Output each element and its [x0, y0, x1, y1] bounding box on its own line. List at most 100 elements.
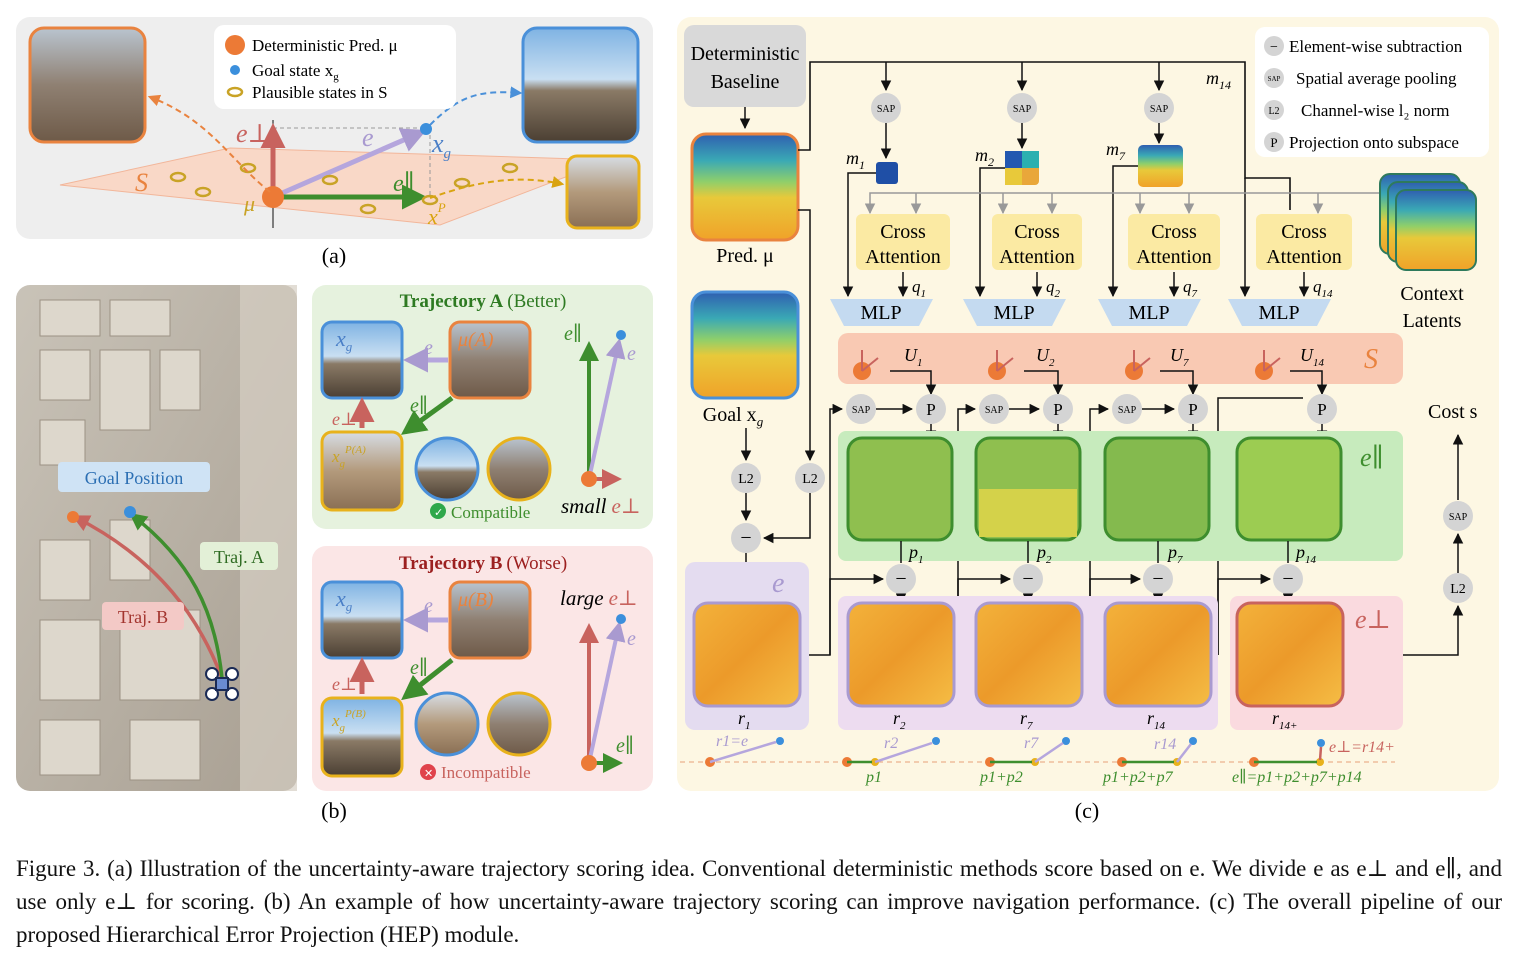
context-line1: Context: [1400, 283, 1464, 305]
label-mu: μ: [243, 191, 255, 216]
svg-text:SAP: SAP: [1013, 104, 1032, 115]
svg-text:SAP: SAP: [985, 405, 1004, 416]
goal-position-label: Goal Position: [85, 468, 184, 488]
label-S: S: [135, 168, 148, 197]
cross-icon: ✕: [424, 768, 433, 780]
svg-text:e: e: [627, 343, 636, 365]
ca1-line1: Cross: [880, 221, 926, 243]
drone-icon: [205, 667, 239, 701]
legend-c-l2: Channel-wise l₂ norm: [1301, 101, 1450, 120]
p12-eq: p1+p2: [979, 769, 1023, 786]
legend-a-pred: Deterministic Pred. μ: [252, 36, 398, 55]
svg-text:SAP: SAP: [1268, 75, 1281, 83]
label-c: (c): [1075, 798, 1099, 823]
svg-text:P: P: [1317, 400, 1326, 419]
baseline-line2: Baseline: [711, 71, 780, 93]
compatible-label: Compatible: [451, 503, 530, 522]
r14plus-eq: e⊥=r14+: [1329, 739, 1395, 756]
legend-a-plausible: Plausible states in S: [252, 83, 388, 102]
legend-c-sap: Spatial average pooling: [1296, 69, 1457, 88]
mlp7: MLP: [1128, 302, 1169, 324]
mlp14: MLP: [1258, 302, 1299, 324]
mlp2: MLP: [993, 302, 1034, 324]
svg-text:P: P: [1053, 400, 1062, 419]
figure-caption: Figure 3. (a) Illustration of the uncert…: [16, 856, 1502, 947]
svg-text:e: e: [627, 628, 636, 650]
svg-text:P: P: [926, 400, 935, 419]
projected-image: [565, 154, 641, 230]
svg-text:P: P: [1188, 400, 1197, 419]
label-e: e: [362, 123, 374, 152]
ca1-line2: Attention: [865, 246, 941, 268]
svg-text:L2: L2: [1268, 106, 1279, 117]
svg-text:SAP: SAP: [852, 405, 871, 416]
context-latents: [1379, 173, 1477, 271]
svg-text:SAP: SAP: [1118, 405, 1137, 416]
S-label: S: [1364, 344, 1378, 375]
figure: Deterministic Pred. μ Goal state xg Plau…: [16, 17, 1499, 823]
panel-b-aerial: Goal Position Traj. A Traj. B: [16, 285, 297, 791]
legend-a-goal: Goal state xg: [252, 61, 339, 83]
p1-eq: p1: [865, 769, 882, 786]
r7-eq: r7: [1024, 735, 1039, 752]
svg-text:L2: L2: [1450, 582, 1466, 597]
e-perp-band-label: e⊥: [1355, 605, 1391, 634]
incompatible-label: Incompatible: [441, 763, 531, 782]
baseline-line1: Deterministic: [691, 43, 800, 65]
ca2-line2: Attention: [999, 246, 1075, 268]
ca7-line1: Cross: [1151, 221, 1197, 243]
ca14-line1: Cross: [1281, 221, 1327, 243]
svg-text:e∥: e∥: [616, 735, 634, 757]
svg-text:SAP: SAP: [877, 104, 896, 115]
svg-text:e∥: e∥: [410, 657, 428, 679]
svg-text:−: −: [740, 527, 751, 549]
svg-text:−: −: [1270, 40, 1278, 55]
mu-point: [262, 186, 284, 208]
ca14-line2: Attention: [1266, 246, 1342, 268]
pred-image: [28, 26, 147, 144]
mlp1: MLP: [860, 302, 901, 324]
traj-a-label: Traj. A: [214, 547, 264, 567]
cost-label: Cost s: [1428, 401, 1478, 423]
svg-text:e: e: [424, 337, 433, 359]
svg-text:e: e: [424, 595, 433, 617]
svg-text:−: −: [895, 568, 906, 590]
epar-eq: e∥=p1+p2+p7+p14: [1232, 768, 1362, 786]
label-e-par: e∥: [393, 171, 415, 197]
pred-label: Pred. μ: [716, 245, 773, 267]
panel-c: Deterministic Baseline Pred. μ Goal xg m…: [677, 17, 1499, 791]
traj-a-box: Trajectory A(Better) xg μ(A) xgP(A) e e⊥…: [312, 285, 653, 529]
legend-c-sub: Element-wise subtraction: [1289, 37, 1463, 56]
goal-label: Goal xg: [703, 404, 764, 429]
r2-eq: r2: [884, 735, 898, 752]
label-a: (a): [322, 243, 346, 268]
svg-text:Trajectory A(Better): Trajectory A(Better): [400, 291, 567, 312]
mini-vectors: [705, 737, 1325, 767]
goal-image: [521, 26, 640, 144]
traj-b-box: Trajectory B(Worse) xg μ(B) xgP(B) e e⊥ …: [312, 546, 653, 791]
svg-text:−: −: [1152, 568, 1163, 590]
pred-heatmap: [690, 132, 800, 242]
p127-eq: p1+p2+p7: [1102, 769, 1174, 786]
goal-heatmap: [690, 290, 800, 400]
label-b: (b): [321, 798, 347, 823]
r14-eq: r14: [1154, 736, 1176, 753]
label-e-perp: e⊥: [236, 119, 272, 148]
svg-text:e∥: e∥: [410, 395, 428, 417]
svg-text:SAP: SAP: [1449, 512, 1468, 523]
mu-b-label: μ(B): [457, 589, 494, 611]
label-xg: xg: [431, 129, 452, 162]
legend-c-proj: Projection onto subspace: [1289, 133, 1459, 152]
check-icon: ✓: [434, 507, 443, 519]
svg-text:−: −: [1282, 568, 1293, 590]
context-line2: Latents: [1403, 310, 1462, 332]
r1-eq: r1=e: [716, 733, 748, 750]
ca7-line2: Attention: [1136, 246, 1212, 268]
svg-text:e⊥: e⊥: [332, 674, 357, 694]
svg-text:−: −: [1022, 568, 1033, 590]
e-band-label: e: [772, 568, 784, 599]
svg-text:L2: L2: [802, 472, 818, 487]
goal-point: [420, 123, 432, 135]
svg-text:e⊥: e⊥: [332, 409, 357, 429]
